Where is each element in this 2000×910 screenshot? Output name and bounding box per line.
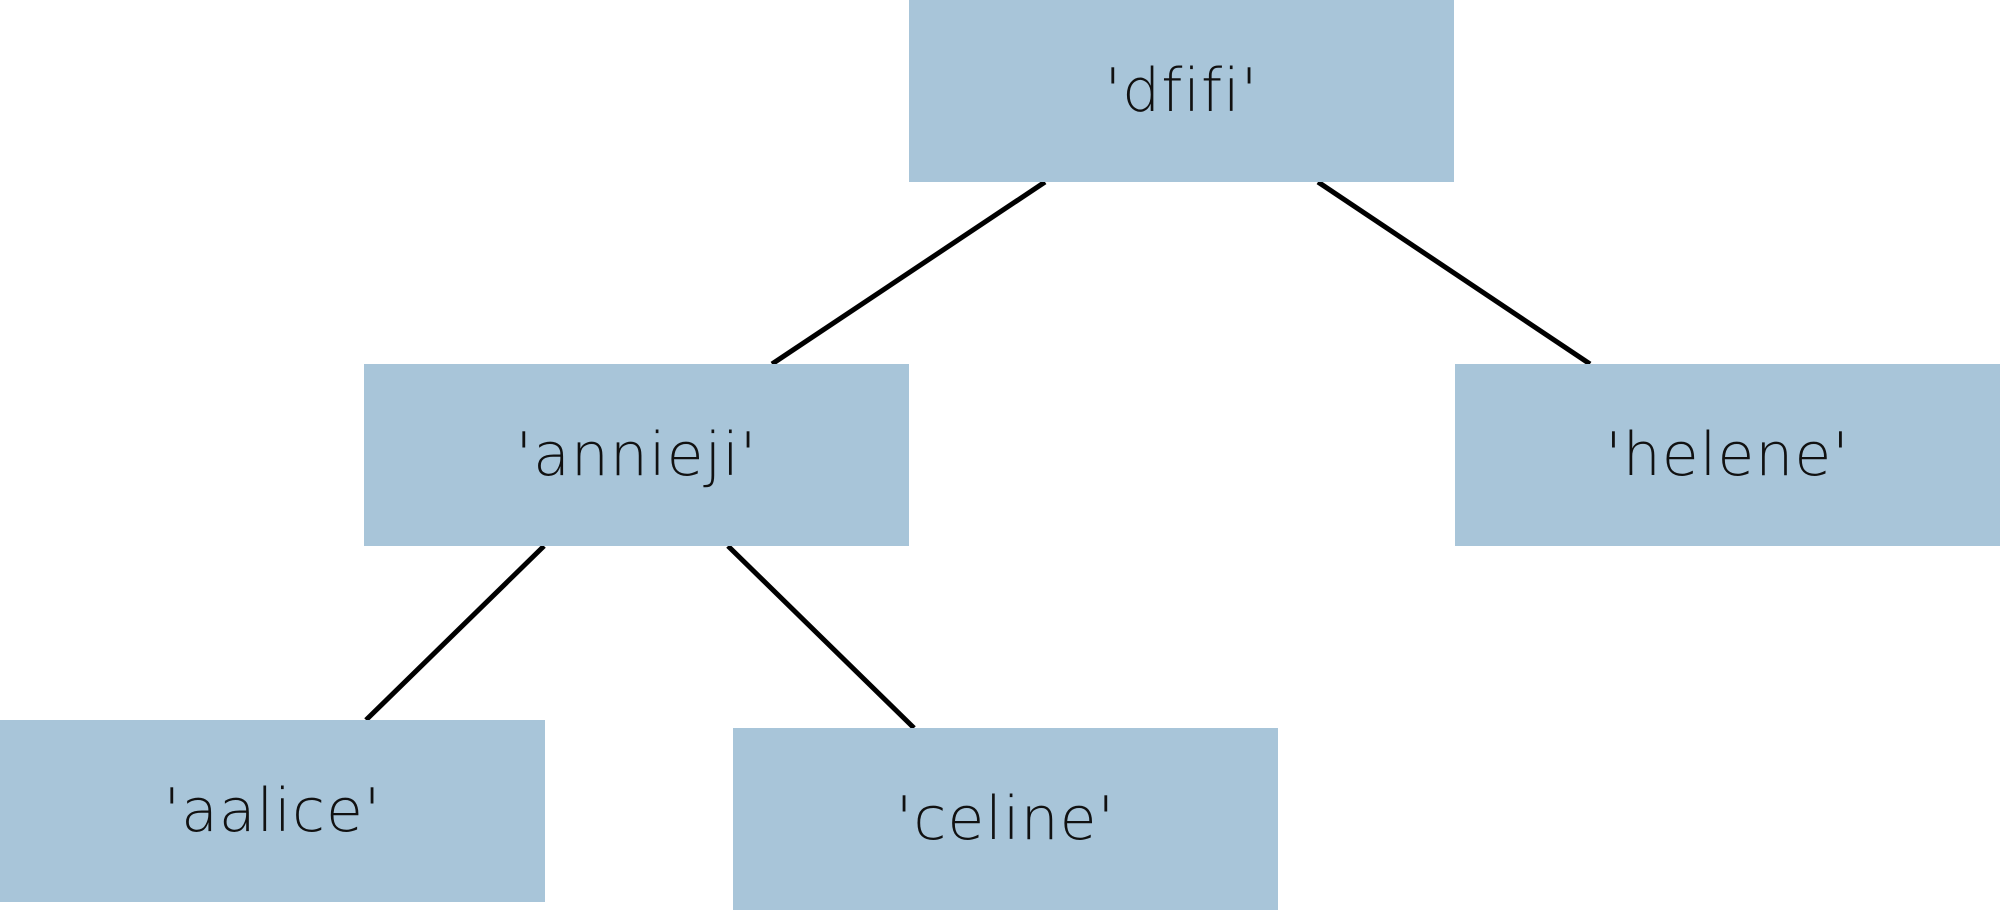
tree-node-left-left: 'aalice' (0, 720, 545, 902)
tree-node-root: 'dfifi' (909, 0, 1454, 182)
edge-annieji-aalice (364, 544, 546, 722)
edge-dfifi-annieji (770, 179, 1047, 367)
tree-node-left: 'annieji' (364, 364, 909, 546)
tree-node-right: 'helene' (1455, 364, 2000, 546)
tree-node-left-right: 'celine' (733, 728, 1278, 910)
edge-dfifi-helene (1316, 179, 1592, 367)
node-label: 'aalice' (163, 776, 382, 846)
edge-annieji-celine (726, 544, 916, 730)
node-label: 'annieji' (515, 420, 758, 490)
node-label: 'dfifi' (1104, 56, 1259, 126)
node-label: 'celine' (895, 784, 1116, 854)
node-label: 'helene' (1605, 420, 1850, 490)
